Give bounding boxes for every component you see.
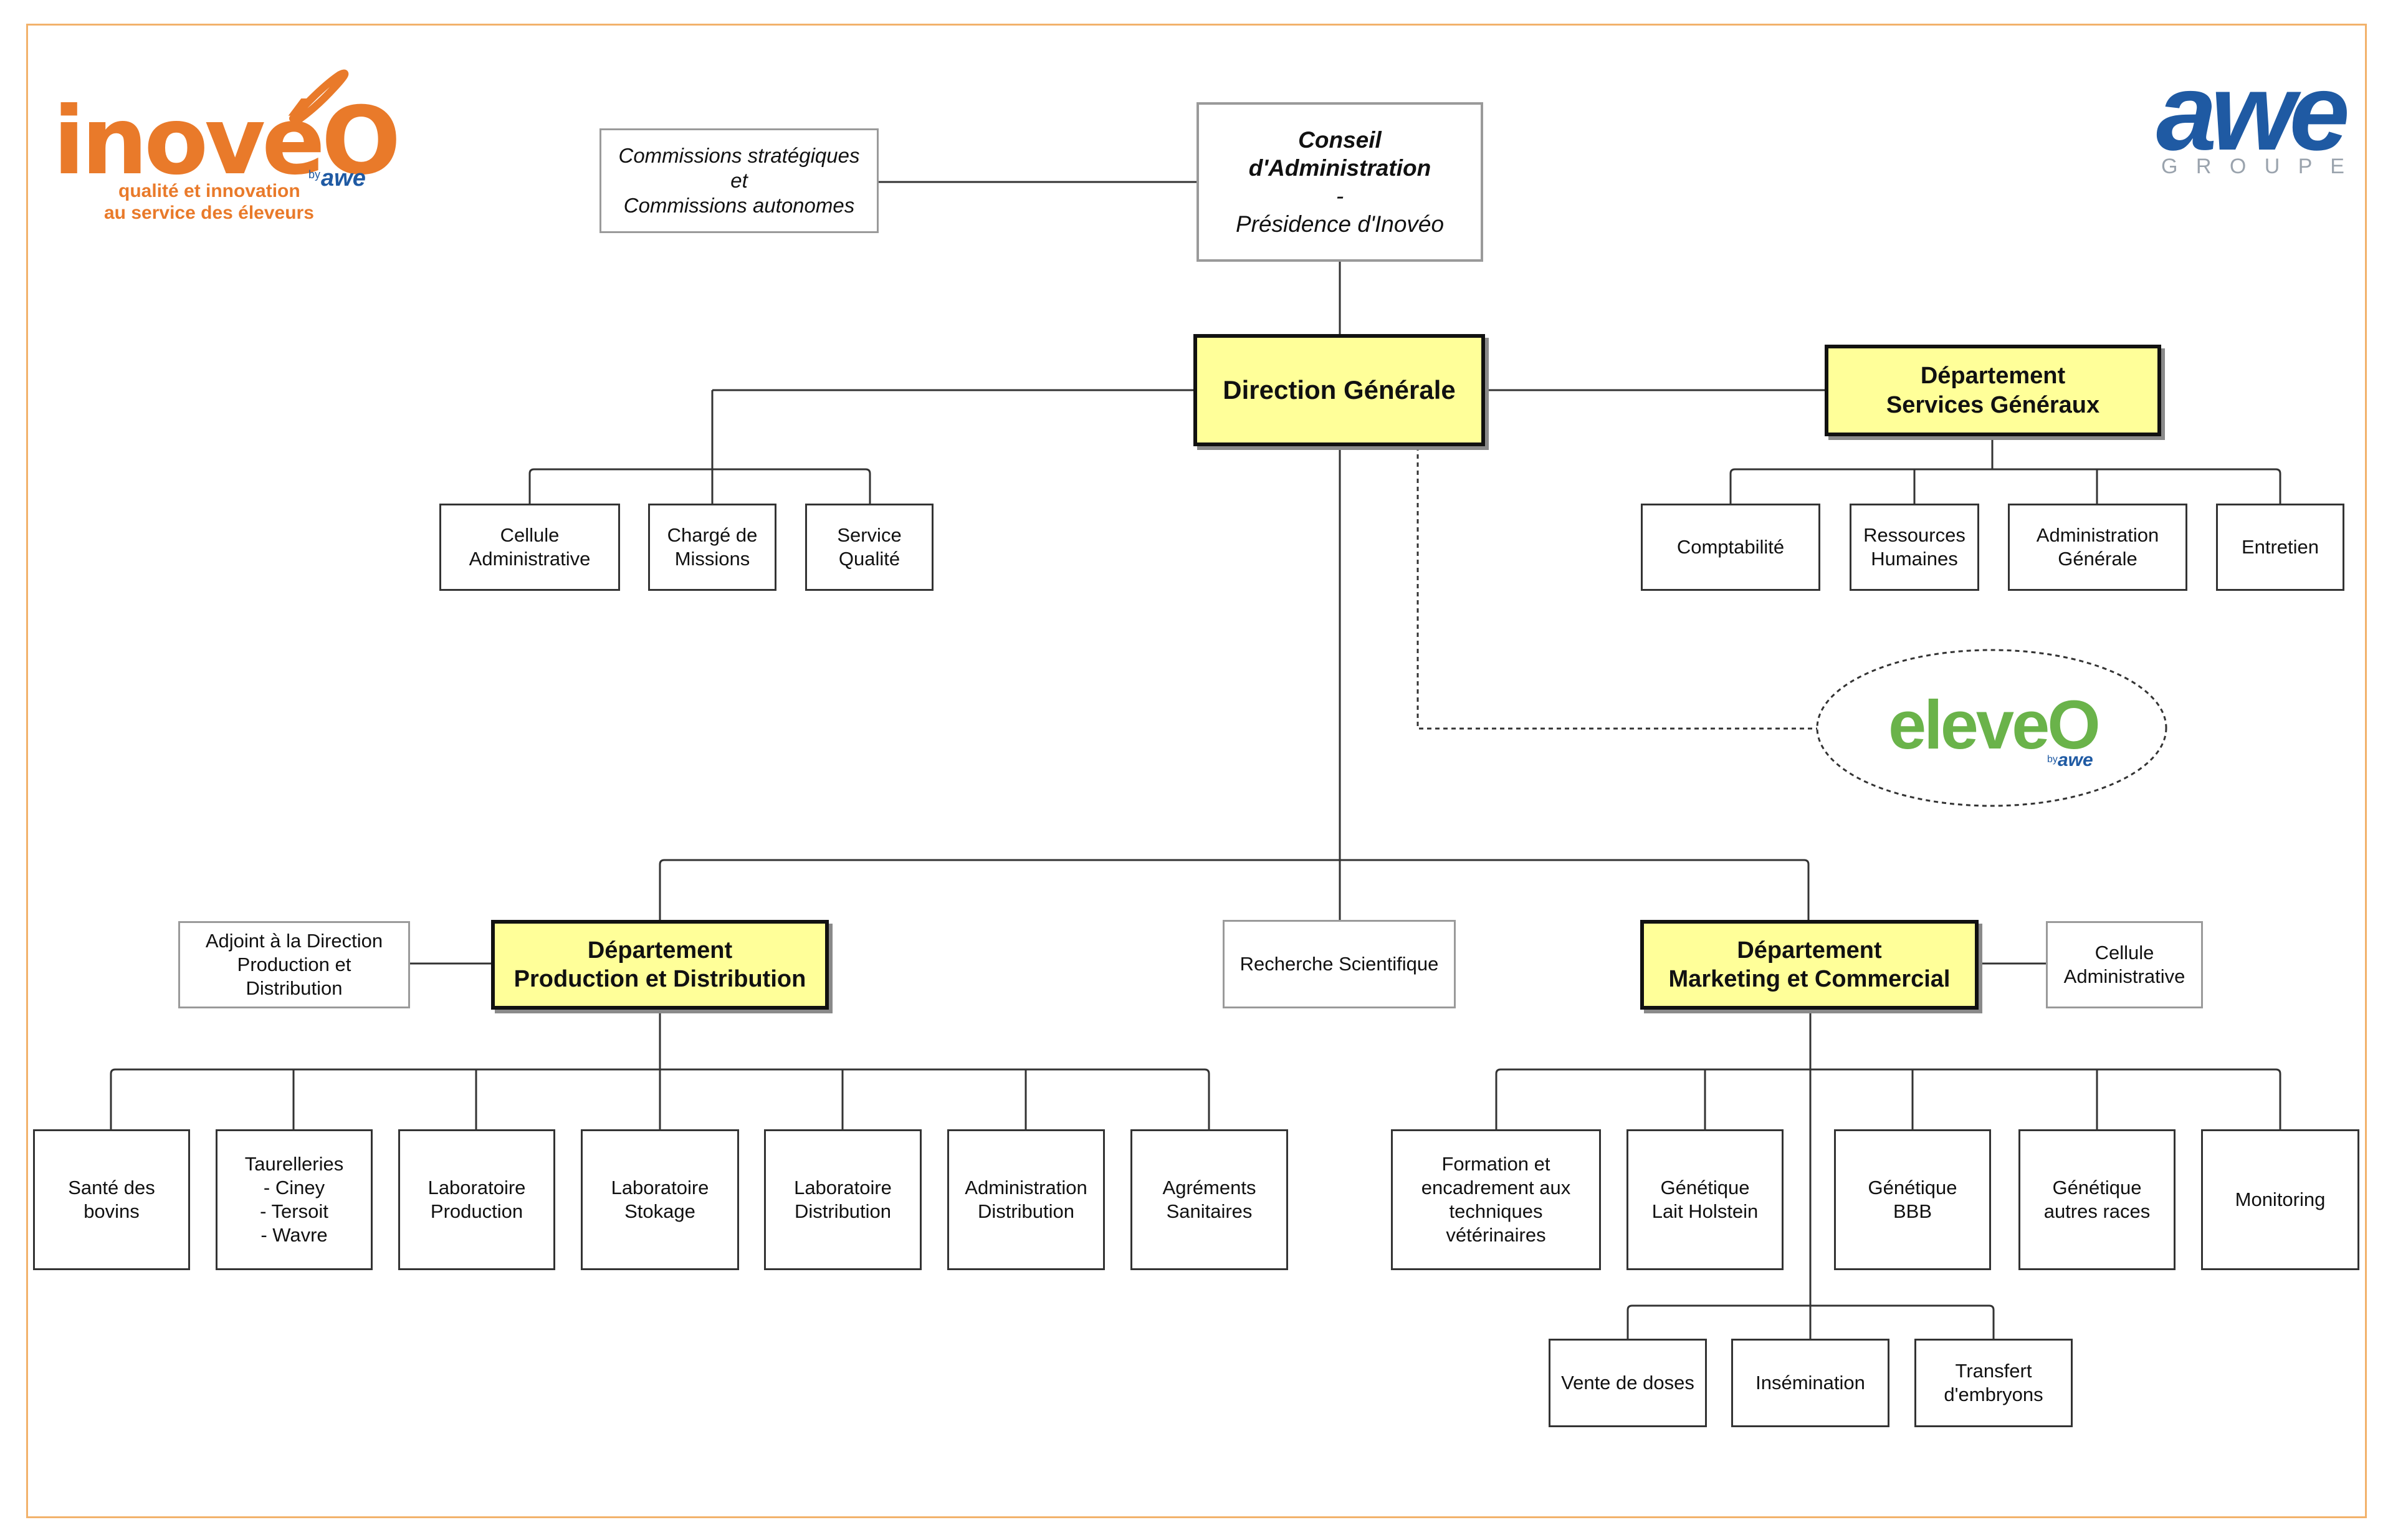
subunit-transfert-embryons: Transfert d'embryons [1914, 1339, 2073, 1427]
board-line-4: Présidence d'Inovéo [1235, 211, 1445, 237]
unit-taurelleries: Taurelleries - Ciney - Tersoit - Wavre [216, 1129, 373, 1270]
eleveo-awe: awe [2058, 750, 2093, 770]
unit-genetique-autres-races: Génétique autres races [2018, 1129, 2176, 1270]
staff-cellule-administrative: Cellule Administrative [439, 504, 620, 591]
dept-services-generaux-box: Département Services Généraux [1825, 345, 2161, 436]
inoveo-by: by [308, 168, 321, 181]
eleveo-ellipse [1816, 649, 2167, 807]
unit-ressources-humaines: Ressources Humaines [1850, 504, 1979, 591]
cellule-administrative-marketing-box: Cellule Administrative [2046, 921, 2203, 1008]
inoveo-awe: awe [321, 165, 366, 191]
unit-sante-des-bovins: Santé des bovins [33, 1129, 190, 1270]
page-frame [26, 24, 2367, 1518]
connector-marketing-bus [1495, 1068, 2281, 1129]
dept-marketing-commercial-box: Département Marketing et Commercial [1640, 920, 1979, 1010]
inoveo-logo: inovéO by awe qualité et innovation au s… [47, 50, 401, 249]
subunit-vente-de-doses: Vente de doses [1549, 1339, 1707, 1427]
inoveo-tagline-1: qualité et innovation [118, 181, 300, 201]
staff-service-qualite: Service Qualité [805, 504, 934, 591]
unit-genetique-lait-holstein: Génétique Lait Holstein [1626, 1129, 1784, 1270]
unit-administration-distribution: Administration Distribution [947, 1129, 1105, 1270]
connector-departments-bus [659, 859, 1810, 920]
board-line-2: d'Administration [1248, 155, 1431, 181]
eleveo-wordmark: eleveO [1888, 687, 2101, 763]
inoveo-swirl-icon [289, 69, 349, 125]
direction-generale-box: Direction Générale [1193, 334, 1485, 446]
unit-formation-encadrement: Formation et encadrement aux techniques … [1391, 1129, 1601, 1270]
awe-groupe-wordmark: awe [2156, 52, 2350, 173]
unit-agrements-sanitaires: Agréments Sanitaires [1130, 1129, 1288, 1270]
unit-laboratoire-stokage: Laboratoire Stokage [581, 1129, 739, 1270]
board-line-1: Conseil [1298, 127, 1382, 153]
recherche-scientifique-box: Recherche Scientifique [1223, 920, 1456, 1008]
connector-staff-bus [528, 468, 871, 504]
unit-laboratoire-production: Laboratoire Production [398, 1129, 555, 1270]
eleveo-by: by [2047, 754, 2058, 765]
inoveo-tagline-2: au service des éleveurs [104, 203, 314, 223]
unit-laboratoire-distribution: Laboratoire Distribution [764, 1129, 922, 1270]
staff-charge-de-missions: Chargé de Missions [648, 504, 776, 591]
unit-monitoring: Monitoring [2201, 1129, 2359, 1270]
board-line-3: - [1335, 183, 1344, 209]
adjoint-direction-box: Adjoint à la Direction Production et Dis… [178, 921, 410, 1008]
awe-groupe-sub: G R O U P E [2161, 155, 2351, 178]
awe-groupe-logo: awe G R O U P E [2156, 50, 2356, 199]
dept-production-distribution-box: Département Production et Distribution [491, 920, 829, 1010]
unit-genetique-bbb: Génétique BBB [1834, 1129, 1991, 1270]
commissions-box: Commissions stratégiques et Commissions … [599, 128, 879, 233]
unit-administration-generale: Administration Générale [2008, 504, 2187, 591]
eleveo-logo: eleveO by awe [1888, 686, 2101, 779]
connector-services-bus [1729, 468, 2281, 504]
board-box: Conseil d'Administration - Présidence d'… [1196, 102, 1483, 262]
unit-comptabilite: Comptabilité [1641, 504, 1820, 591]
unit-entretien: Entretien [2216, 504, 2344, 591]
inoveo-wordmark: inovéO [53, 87, 401, 196]
subunit-insemination: Insémination [1731, 1339, 1889, 1427]
